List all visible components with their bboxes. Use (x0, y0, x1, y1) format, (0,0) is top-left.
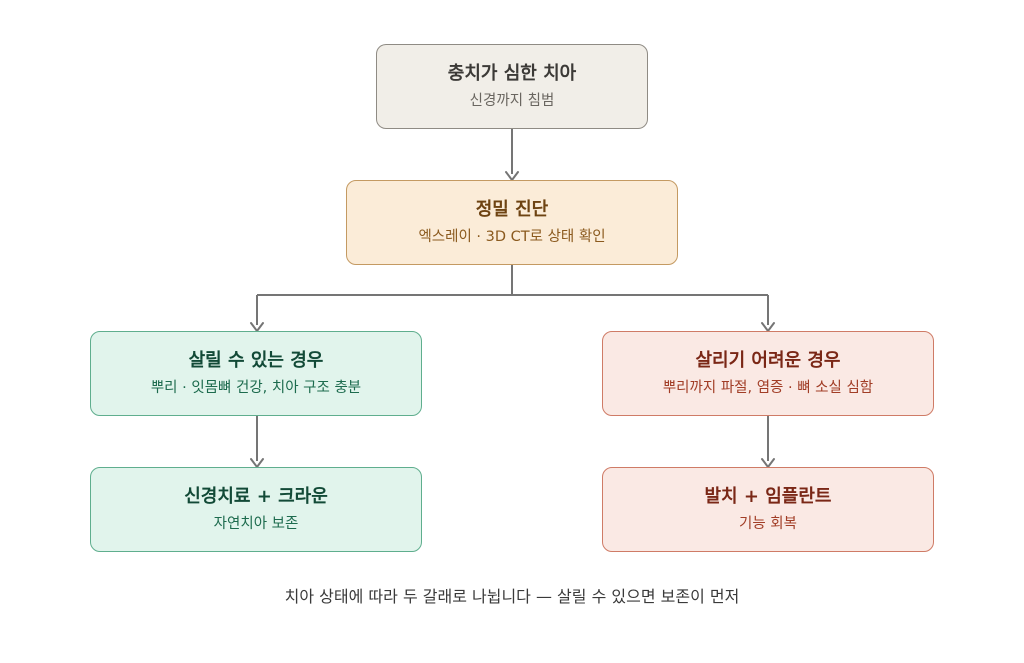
node-diagnosis: 정밀 진단 엑스레이 · 3D CT로 상태 확인 (346, 180, 678, 265)
node-diagnosis-subtitle: 엑스레이 · 3D CT로 상태 확인 (418, 229, 606, 245)
node-implant-subtitle: 기능 회복 (739, 516, 797, 532)
node-severe-tooth-title: 충치가 심한 치아 (447, 63, 577, 84)
node-implant: 발치 + 임플란트 기능 회복 (602, 467, 934, 552)
node-savable-title: 살릴 수 있는 경우 (188, 350, 324, 371)
node-hard-to-save: 살리기 어려운 경우 뿌리까지 파절, 염증 · 뼈 소실 심함 (602, 331, 934, 416)
node-implant-title: 발치 + 임플란트 (704, 486, 832, 507)
diagram-caption: 치아 상태에 따라 두 갈래로 나뉩니다 — 살릴 수 있으면 보존이 먼저 (284, 587, 740, 606)
node-hard-to-save-title: 살리기 어려운 경우 (695, 350, 841, 371)
node-diagnosis-title: 정밀 진단 (475, 199, 549, 220)
node-savable: 살릴 수 있는 경우 뿌리 · 잇몸뼈 건강, 치아 구조 충분 (90, 331, 422, 416)
node-root-canal: 신경치료 + 크라운 자연치아 보존 (90, 467, 422, 552)
node-root-canal-title: 신경치료 + 크라운 (184, 486, 328, 507)
node-root-canal-subtitle: 자연치아 보존 (213, 516, 299, 532)
node-severe-tooth-subtitle: 신경까지 침범 (469, 93, 555, 109)
node-hard-to-save-subtitle: 뿌리까지 파절, 염증 · 뼈 소실 심함 (662, 380, 874, 396)
node-severe-tooth: 충치가 심한 치아 신경까지 침범 (376, 44, 648, 129)
node-savable-subtitle: 뿌리 · 잇몸뼈 건강, 치아 구조 충분 (150, 380, 362, 396)
